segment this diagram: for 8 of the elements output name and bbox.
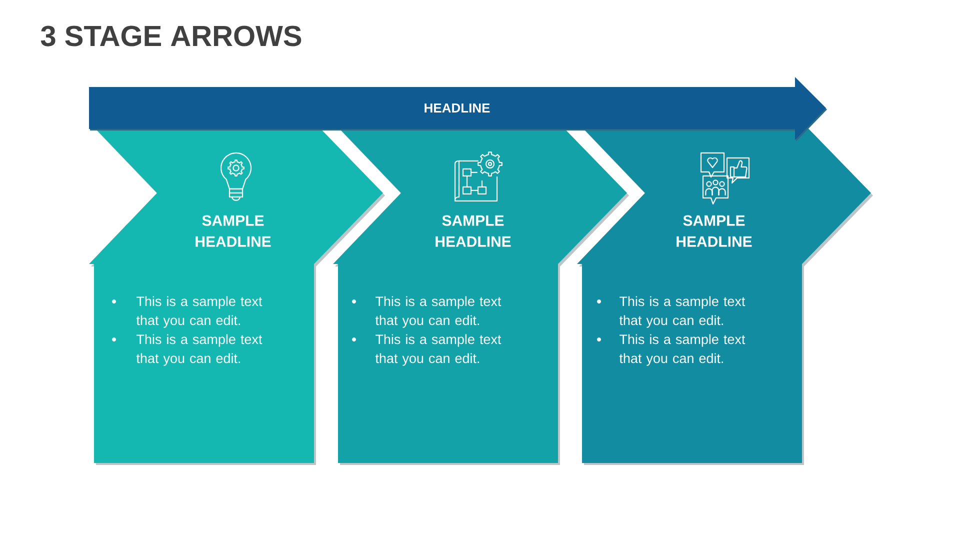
bullet-text: This is a sample text that you can edit.: [136, 334, 262, 366]
title: 3 STAGE ARROWS: [40, 26, 302, 46]
bullet-text: This is a sample text that you can edit.: [375, 334, 502, 366]
bullet-text: This is a sample text that you can edit.: [619, 296, 746, 328]
bullet-text: This is a sample text that you can edit.: [375, 296, 502, 328]
bullet-text: This is a sample text that you can edit.: [619, 334, 746, 366]
bullet-text: This is a sample text that you can edit.: [136, 296, 262, 328]
chevron-banner: SAMPLE HEADLINE: [577, 122, 873, 266]
